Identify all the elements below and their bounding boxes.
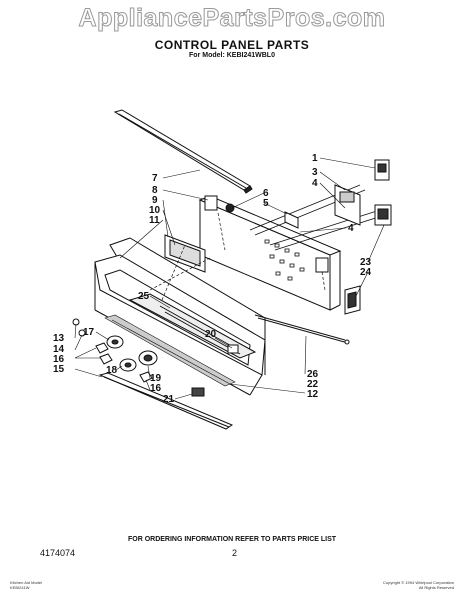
fine-print-right: Copyright © 1994 Whirlpool Corporation A… <box>383 580 454 590</box>
model-subtitle: For Model: KEBI241WBL0 <box>189 52 275 59</box>
support-rod <box>254 314 350 345</box>
callout-5: 5 <box>263 198 269 209</box>
watermark-text: AppliancePartsPros.com <box>78 4 386 33</box>
callout-22: 22 <box>307 379 319 390</box>
callout-15: 15 <box>53 364 65 375</box>
mounting-bracket <box>344 285 361 315</box>
leader-lines <box>74 157 385 400</box>
assembly-guides <box>149 212 326 301</box>
trim-strip-bottom <box>98 372 234 430</box>
callout-1: 1 <box>312 153 318 164</box>
callout-14: 14 <box>53 344 65 355</box>
callout-17: 17 <box>83 327 95 338</box>
connector-1 <box>374 159 390 181</box>
trim-strip-top <box>113 109 253 194</box>
callout-6: 6 <box>263 188 269 199</box>
callout-24: 24 <box>360 267 372 278</box>
callout-8: 8 <box>152 185 158 196</box>
callout-16b: 16 <box>150 383 162 394</box>
callout-labels: 1 3 4 6 5 7 8 9 10 11 4 23 24 25 20 13 1… <box>53 153 372 405</box>
clip-21 <box>191 387 205 397</box>
callout-25: 25 <box>138 291 150 302</box>
knob-16b <box>99 353 113 365</box>
document-number: 4174074 <box>40 548 76 558</box>
fine-print-left: Kitchen Aid Model KEBI241W <box>10 580 43 590</box>
callout-20: 20 <box>205 329 217 340</box>
callout-4b: 4 <box>348 223 354 234</box>
callout-13: 13 <box>53 333 65 344</box>
callout-9: 9 <box>152 195 158 206</box>
control-board <box>128 293 257 359</box>
knob-16a <box>95 342 109 354</box>
switch-block-3 <box>334 184 361 226</box>
callout-7: 7 <box>152 173 158 184</box>
callout-19: 19 <box>150 373 162 384</box>
connector-4 <box>374 204 392 226</box>
screw-14 <box>78 329 86 337</box>
callout-3: 3 <box>312 167 318 178</box>
callout-18: 18 <box>106 365 118 376</box>
callout-12: 12 <box>307 389 319 400</box>
knob-18 <box>119 358 137 372</box>
clip-6 <box>225 203 235 213</box>
callout-4: 4 <box>312 178 318 189</box>
ordering-note: FOR ORDERING INFORMATION REFER TO PARTS … <box>127 536 337 543</box>
page-title: CONTROL PANEL PARTS <box>154 38 310 52</box>
callout-23: 23 <box>360 257 372 268</box>
clip-5 <box>284 211 299 229</box>
knob-16c <box>139 371 153 383</box>
knob-19 <box>138 350 158 366</box>
callout-10: 10 <box>149 205 161 216</box>
callout-11: 11 <box>149 215 160 226</box>
keypad-strip <box>104 314 236 387</box>
callout-26: 26 <box>307 369 319 380</box>
callout-21: 21 <box>163 394 175 405</box>
knob-17 <box>106 335 124 349</box>
page-number: 2 <box>232 548 238 558</box>
callout-16: 16 <box>53 354 65 365</box>
